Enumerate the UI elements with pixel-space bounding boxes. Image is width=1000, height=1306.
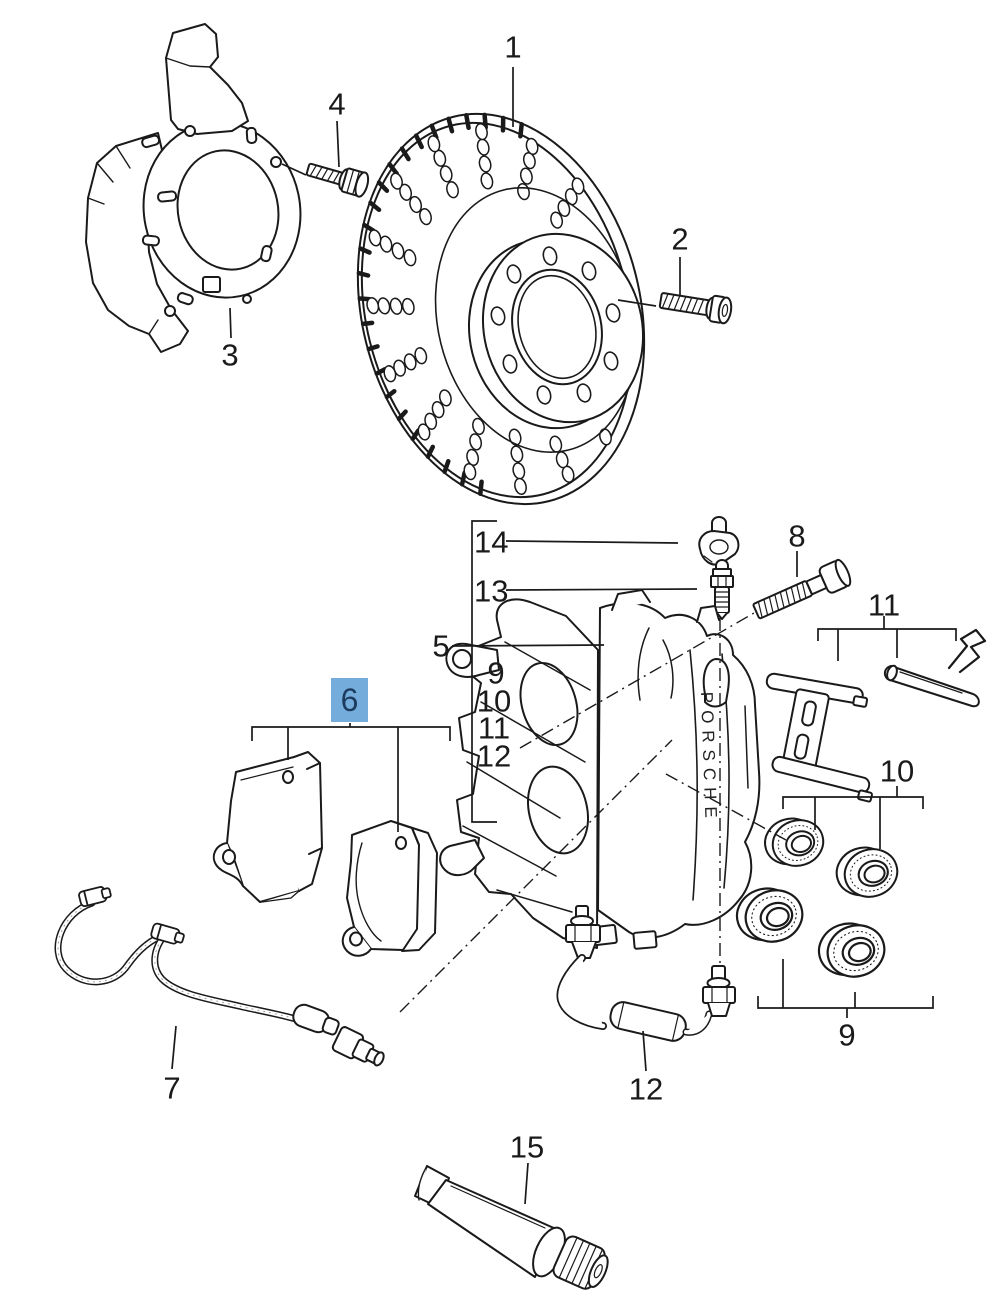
hub-bolt-holes: [490, 246, 621, 405]
callout-clip[interactable]: 14: [474, 524, 509, 560]
stud-part[interactable]: [710, 559, 734, 620]
disc-set-screw-part[interactable]: [658, 287, 733, 325]
callout-group-boot[interactable]: 10: [476, 683, 512, 719]
callout-splash-shield[interactable]: 3: [221, 337, 239, 373]
callout-set-screw[interactable]: 2: [671, 221, 689, 257]
callout-brake-pads-label: 6: [340, 682, 359, 718]
caliper-bolt-part[interactable]: [750, 558, 853, 624]
retaining-clip-part[interactable]: [698, 516, 740, 566]
callout-leader-lines: [171, 67, 957, 1205]
grease-tube-part[interactable]: [414, 1165, 614, 1294]
callout-brake-disc[interactable]: 1: [504, 29, 522, 65]
caliper-brand-text: PORSCHE: [697, 691, 721, 825]
callout-grease-tube[interactable]: 15: [509, 1129, 545, 1165]
wear-sensor-part[interactable]: [54, 885, 389, 1072]
callout-caliper[interactable]: 5: [432, 628, 450, 664]
brake-pads-part[interactable]: [212, 751, 438, 957]
callout-wear-sensor[interactable]: 7: [163, 1070, 181, 1106]
callout-boot-set[interactable]: 10: [879, 753, 915, 789]
shield-bolt-part[interactable]: [305, 157, 371, 198]
splash-shield-part[interactable]: [85, 23, 317, 353]
callout-caliper-bolt[interactable]: 8: [788, 518, 806, 554]
assembly-axis-lines: [399, 612, 787, 1013]
brake-disc-part[interactable]: [318, 83, 684, 534]
seal-rings-part[interactable]: [729, 808, 905, 988]
callout-brake-hose[interactable]: 12: [628, 1071, 664, 1107]
callout-brake-pads-highlighted[interactable]: 6: [331, 678, 368, 722]
callout-stud[interactable]: 13: [474, 573, 509, 609]
callout-seal-set[interactable]: 9: [838, 1017, 856, 1053]
spring-kit-part[interactable]: [765, 628, 987, 803]
callout-spring-set[interactable]: 11: [867, 587, 901, 623]
callout-group-seal[interactable]: 9: [487, 655, 505, 691]
callout-group-spring[interactable]: 11: [477, 710, 511, 746]
callout-shield-bolt[interactable]: 4: [328, 86, 346, 122]
brake-hose-part[interactable]: [556, 905, 736, 1043]
callout-group-hose[interactable]: 12: [476, 738, 512, 774]
brake-caliper-part[interactable]: PORSCHE: [439, 589, 761, 950]
